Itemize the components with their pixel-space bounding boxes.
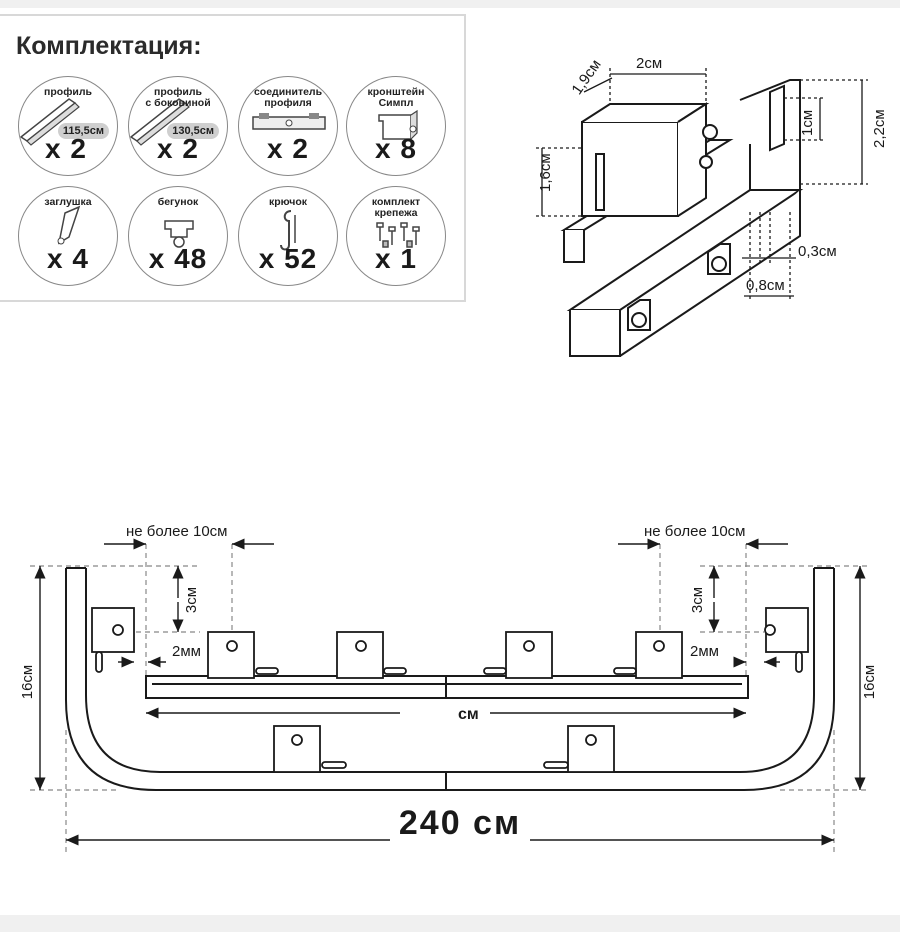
cornice-plan-drawing: не более 10см не более 10см 3см 3см 2мм … (19, 523, 878, 855)
dim-bracket-depth: 1,9см (569, 56, 605, 97)
brackets (91, 607, 809, 773)
kit-item-label: комплект крепежа (371, 196, 421, 219)
hook-icon (280, 210, 296, 251)
kit-item-runner: бегунок x 48 (128, 186, 228, 286)
kit-item-label: бегунок (157, 196, 199, 208)
runners (627, 243, 731, 331)
offset-right: 3см (689, 587, 706, 613)
runner-icon (164, 220, 194, 248)
kit-item-label: заглушка (44, 196, 92, 208)
top-border (0, 0, 900, 8)
kit-item-qty: x 1 (375, 243, 417, 274)
kit-item-label: соединитель профиля (253, 86, 323, 109)
kit-item-profile: профиль 115,5см x 2 (18, 76, 118, 176)
side-profile-icon (129, 98, 190, 146)
end-cap-icon (57, 205, 81, 245)
height-left: 16см (19, 665, 36, 700)
offset-left: 3см (183, 587, 200, 613)
kit-item-qty: x 2 (157, 133, 199, 164)
bracket-icon (378, 109, 418, 140)
bracket (581, 102, 718, 217)
kit-item-side-profile: профиль с боковиной 130,5см x 2 (128, 76, 228, 176)
kit-item-label: кронштейн Симпл (367, 86, 425, 109)
dim-bracket-width: 2см (636, 55, 662, 72)
screws-icon (376, 222, 420, 248)
kit-item-qty: x 4 (47, 243, 89, 274)
height-right: 16см (861, 665, 878, 700)
note-left: не более 10см (126, 523, 228, 540)
inner-length-label: см (458, 706, 479, 723)
kit-panel: Комплектация: профиль 115,5см x 2 профил… (0, 14, 466, 302)
length-badge: 115,5см (57, 123, 109, 139)
cornice-outline (65, 567, 835, 791)
kit-item-screws: комплект крепежа x 1 (346, 186, 446, 286)
kit-item-label: профиль с боковиной (145, 86, 211, 109)
kit-item-qty: x 48 (148, 243, 208, 274)
dim-rail-height: 2,2см (871, 109, 888, 148)
rail-detail-drawing: 2см 1,9см 1,6см 2,2см 1см 0,3см 0,8см (536, 55, 888, 357)
kit-item-qty: x 2 (45, 133, 87, 164)
bottom-border (0, 915, 900, 932)
guide-lines (30, 544, 870, 855)
dimension-arrows (34, 538, 866, 846)
kit-item-connector: соединитель профиля x 2 (238, 76, 338, 176)
kit-item-qty: x 2 (267, 133, 309, 164)
dim-channel: 0,8см (746, 277, 785, 294)
kit-item-hook: крючок x 52 (238, 186, 338, 286)
connector-icon (252, 113, 326, 130)
gap-right: 2мм (690, 643, 719, 660)
note-right: не более 10см (644, 523, 746, 540)
length-badge: 130,5см (167, 123, 219, 139)
dim-rail-inner: 1см (799, 110, 816, 136)
profile-icon (19, 98, 80, 146)
kit-item-qty: x 52 (258, 243, 318, 274)
total-length: 240 см (399, 804, 521, 842)
dim-gap: 0,3см (798, 243, 837, 260)
kit-item-end-cap: заглушка x 4 (18, 186, 118, 286)
kit-item-label: профиль (44, 86, 92, 98)
kit-title: Комплектация: (16, 32, 202, 60)
kit-item-label: крючок (268, 196, 307, 208)
dimension-lines (536, 68, 868, 302)
kit-item-bracket: кронштейн Симпл x 8 (346, 76, 446, 176)
dim-bracket-height: 1,6см (537, 153, 554, 192)
gap-left: 2мм (172, 643, 201, 660)
kit-item-qty: x 8 (375, 133, 417, 164)
